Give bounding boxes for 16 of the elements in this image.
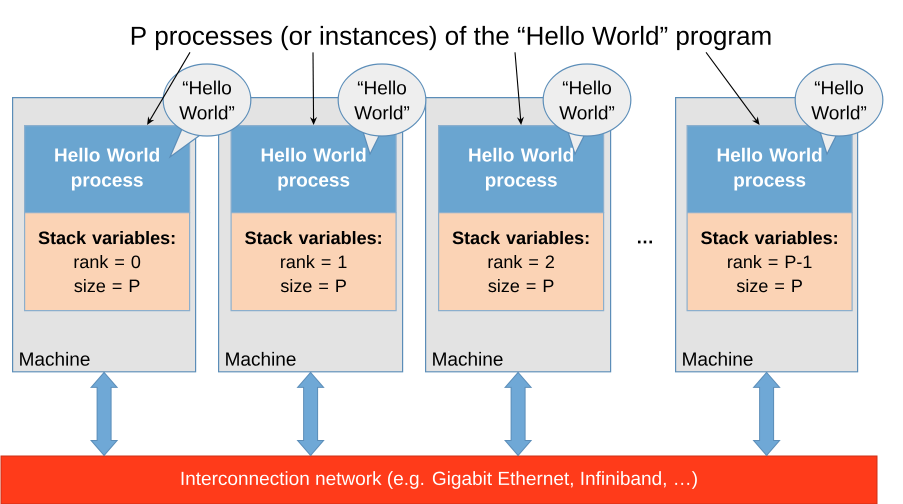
network-bar: Interconnection network (e.g. Gigabit Ethernet, Infiniband, …) [0, 456, 878, 504]
ellipsis: … [638, 240, 652, 244]
process-box: Hello World process [24, 125, 190, 214]
stack-box: Stack variables: rank = P-1 size = P [686, 212, 853, 312]
stack-box: Stack variables: rank = 0 size = P [24, 212, 190, 312]
double-arrow [752, 372, 781, 456]
process-box: Hello World process [686, 125, 853, 214]
double-arrow [90, 372, 118, 456]
speech-bubble: “Hello World” [162, 63, 252, 159]
heading: P processes (or instances) of the “Hello World” program [132, 26, 770, 50]
double-arrow [296, 372, 325, 456]
process-box: Hello World process [230, 125, 397, 214]
process-box: Hello World process [438, 125, 604, 214]
double-arrow [504, 372, 532, 456]
stack-box: Stack variables: rank = 1 size = P [230, 212, 397, 312]
stack-box: Stack variables: rank = 2 size = P [438, 212, 604, 312]
